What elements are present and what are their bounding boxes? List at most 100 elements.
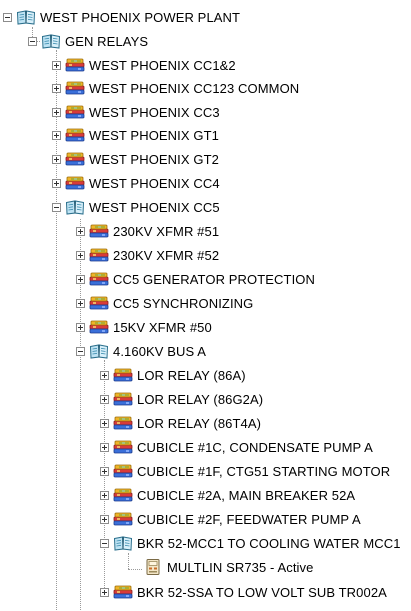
- tree-node-label: LOR RELAY (86G2A): [137, 391, 264, 407]
- tree-node-label: LOR RELAY (86A): [137, 367, 246, 383]
- relay-books-icon: [65, 80, 85, 96]
- tree-node[interactable]: LOR RELAY (86T4A): [100, 412, 261, 434]
- expand-icon[interactable]: [100, 490, 109, 500]
- tree-node-gen-relays[interactable]: GEN RELAYS: [28, 30, 148, 52]
- expand-icon[interactable]: [76, 226, 85, 236]
- tree-node-label: WEST PHOENIX GT1: [89, 127, 219, 143]
- tree-node-label: LOR RELAY (86T4A): [137, 415, 262, 431]
- tree-node[interactable]: LOR RELAY (86G2A): [100, 388, 263, 410]
- book-open-icon: [16, 9, 36, 25]
- tree-node-label: 4.160KV BUS A: [113, 343, 207, 359]
- expand-icon[interactable]: [76, 322, 85, 332]
- relay-books-icon: [113, 415, 133, 431]
- book-open-icon: [89, 343, 109, 359]
- expand-icon[interactable]: [100, 418, 109, 428]
- expand-icon[interactable]: [100, 587, 109, 597]
- book-open-icon: [65, 199, 85, 215]
- relay-books-icon: [113, 367, 133, 383]
- collapse-icon[interactable]: [52, 202, 61, 212]
- relay-books-icon: [65, 127, 85, 143]
- tree-node-label: MULTLIN SR735 - Active: [167, 559, 314, 575]
- relay-books-icon: [65, 151, 85, 167]
- tree-connector: [32, 27, 33, 41]
- tree-connector: [104, 360, 105, 592]
- book-open-icon: [113, 535, 133, 551]
- tree-node[interactable]: 230KV XFMR #52: [76, 244, 219, 266]
- expand-icon[interactable]: [100, 514, 109, 524]
- tree-node[interactable]: CUBICLE #1F, CTG51 STARTING MOTOR: [100, 460, 390, 482]
- expand-icon[interactable]: [76, 274, 85, 284]
- expand-icon[interactable]: [52, 130, 61, 140]
- expand-icon[interactable]: [52, 83, 61, 93]
- tree-node[interactable]: WEST PHOENIX CC4: [52, 172, 220, 194]
- tree-node-label: WEST PHOENIX CC3: [89, 104, 220, 120]
- expand-icon[interactable]: [76, 250, 85, 260]
- tree-node-label: WEST PHOENIX CC123 COMMON: [89, 80, 300, 96]
- tree-node-multlin-sr735[interactable]: MULTLIN SR735 - Active: [143, 556, 313, 578]
- tree-node-label: GEN RELAYS: [65, 33, 149, 49]
- relay-books-icon: [65, 175, 85, 191]
- collapse-icon[interactable]: [100, 538, 109, 548]
- tree-node-4160kv-bus-a[interactable]: 4.160KV BUS A: [76, 340, 206, 362]
- collapse-icon[interactable]: [76, 346, 85, 356]
- tree-node-bkr-52-ssa[interactable]: BKR 52-SSA TO LOW VOLT SUB TR002A: [100, 581, 387, 603]
- tree-node[interactable]: CUBICLE #2F, FEEDWATER PUMP A: [100, 508, 361, 530]
- tree-node-label: CC5 GENERATOR PROTECTION: [113, 271, 315, 287]
- relay-books-icon: [113, 511, 133, 527]
- relay-books-icon: [65, 57, 85, 73]
- tree-node-west-phoenix-cc5[interactable]: WEST PHOENIX CC5: [52, 196, 220, 218]
- tree-node[interactable]: CC5 GENERATOR PROTECTION: [76, 268, 315, 290]
- tree-node[interactable]: WEST PHOENIX CC3: [52, 101, 220, 123]
- tree-node[interactable]: 15KV XFMR #50: [76, 316, 212, 338]
- tree-node[interactable]: WEST PHOENIX GT1: [52, 124, 219, 146]
- tree-node[interactable]: WEST PHOENIX CC123 COMMON: [52, 77, 299, 99]
- expand-icon[interactable]: [52, 154, 61, 164]
- relay-device-icon: [143, 559, 163, 575]
- expand-icon[interactable]: [100, 370, 109, 380]
- tree-node[interactable]: WEST PHOENIX CC1&2: [52, 54, 236, 76]
- tree-node[interactable]: CC5 SYNCHRONIZING: [76, 292, 253, 314]
- tree-node-label: WEST PHOENIX CC1&2: [89, 57, 236, 73]
- relay-books-icon: [113, 463, 133, 479]
- collapse-icon[interactable]: [28, 36, 37, 46]
- tree-node[interactable]: 230KV XFMR #51: [76, 220, 219, 242]
- relay-books-icon: [89, 319, 109, 335]
- tree-node-label: WEST PHOENIX POWER PLANT: [40, 9, 241, 25]
- book-open-icon: [41, 33, 61, 49]
- tree-node-label: WEST PHOENIX CC5: [89, 199, 220, 215]
- relay-books-icon: [113, 391, 133, 407]
- tree-node-label: CUBICLE #2A, MAIN BREAKER 52A: [137, 487, 356, 503]
- expand-icon[interactable]: [100, 442, 109, 452]
- relay-books-icon: [89, 247, 109, 263]
- tree-node[interactable]: CUBICLE #1C, CONDENSATE PUMP A: [100, 436, 373, 458]
- tree-node-west-phoenix-power-plant[interactable]: WEST PHOENIX POWER PLANT: [3, 6, 240, 28]
- tree-connector: [128, 553, 129, 569]
- tree-node-label: BKR 52-SSA TO LOW VOLT SUB TR002A: [137, 584, 387, 600]
- collapse-icon[interactable]: [3, 12, 12, 22]
- tree-node[interactable]: LOR RELAY (86A): [100, 364, 246, 386]
- tree-node[interactable]: WEST PHOENIX GT2: [52, 148, 219, 170]
- tree-node-label: CC5 SYNCHRONIZING: [113, 295, 254, 311]
- tree-connector: [80, 219, 81, 610]
- tree-node-label: WEST PHOENIX CC4: [89, 175, 220, 191]
- relay-books-icon: [113, 439, 133, 455]
- tree-node-label: BKR 52-MCC1 TO COOLING WATER MCC1: [137, 535, 401, 551]
- expand-icon[interactable]: [100, 394, 109, 404]
- expand-icon[interactable]: [100, 466, 109, 476]
- tree-node-label: 15KV XFMR #50: [113, 319, 212, 335]
- tree-node-label: CUBICLE #1C, CONDENSATE PUMP A: [137, 439, 373, 455]
- expand-icon[interactable]: [76, 298, 85, 308]
- expand-icon[interactable]: [52, 107, 61, 117]
- tree-node-bkr-52-mcc1[interactable]: BKR 52-MCC1 TO COOLING WATER MCC1: [100, 532, 401, 554]
- expand-icon[interactable]: [52, 178, 61, 188]
- relay-books-icon: [89, 295, 109, 311]
- tree-node-label: CUBICLE #2F, FEEDWATER PUMP A: [137, 511, 361, 527]
- tree-connector: [56, 50, 57, 610]
- relay-books-icon: [113, 487, 133, 503]
- tree-node-label: 230KV XFMR #52: [113, 247, 220, 263]
- tree-node-label: WEST PHOENIX GT2: [89, 151, 219, 167]
- tree-node[interactable]: CUBICLE #2A, MAIN BREAKER 52A: [100, 484, 355, 506]
- relay-books-icon: [89, 223, 109, 239]
- expand-icon[interactable]: [52, 60, 61, 70]
